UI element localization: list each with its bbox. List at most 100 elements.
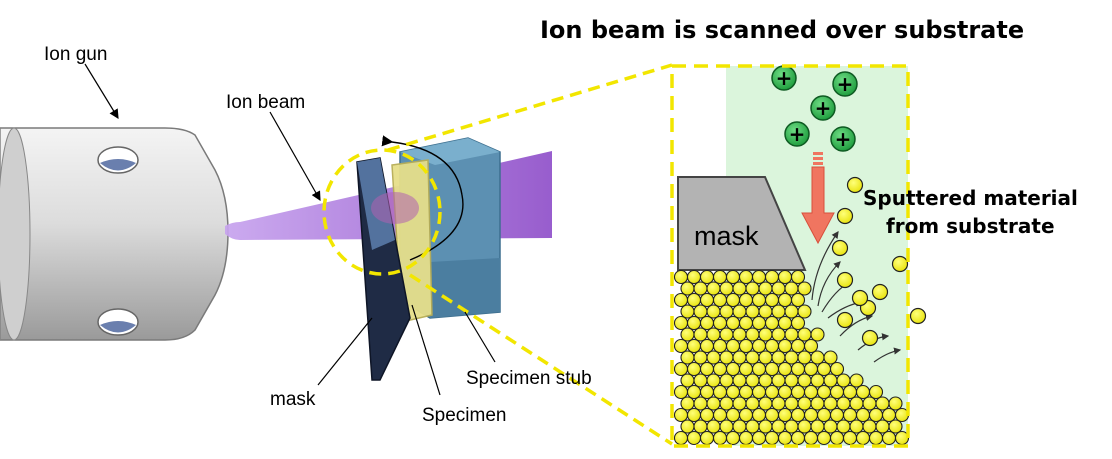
ion-sign: + (776, 66, 793, 90)
substrate-atom (738, 361, 754, 377)
substrate-atom (829, 361, 845, 377)
substrate-atom (719, 373, 734, 388)
substrate-atom (732, 327, 747, 342)
substrate-atom (881, 407, 897, 423)
substrate-atom (725, 269, 741, 285)
substrate-atom (738, 407, 754, 423)
sputtered-atom (851, 289, 869, 307)
zoom-frame (670, 64, 910, 448)
substrate-atom (712, 269, 728, 285)
substrate-atom (797, 281, 812, 296)
substrate-atom (810, 327, 825, 342)
sputtered-atom (871, 283, 889, 301)
substrate-atom (784, 373, 799, 388)
substrate-atom (712, 315, 728, 331)
substrate-atom (751, 338, 767, 354)
substrate-atom (764, 338, 780, 354)
substrate-atom (764, 430, 780, 446)
zoom-line-top (387, 63, 673, 152)
substrate-atom (764, 269, 780, 285)
ion-sign: + (837, 72, 854, 96)
substrate-atom (803, 430, 819, 446)
substrate-atom (751, 361, 767, 377)
substrate-atom (777, 430, 793, 446)
substrate-atom (803, 338, 819, 354)
substrate-atom (784, 304, 799, 319)
substrate-atom (712, 338, 728, 354)
substrate-atom (751, 430, 767, 446)
mask-block-label: mask (694, 221, 759, 251)
substrate-atom (693, 281, 708, 296)
substrate-atom (797, 373, 812, 388)
substrate-atom (764, 315, 780, 331)
sputtered-atom (836, 271, 854, 289)
sputtered-atom (891, 255, 909, 273)
substrate-atom (771, 373, 786, 388)
specimen-stub-leader (464, 311, 496, 363)
substrate-atom (771, 327, 786, 342)
substrate-atom (732, 281, 747, 296)
substrate-atom (738, 338, 754, 354)
substrate-atom (823, 373, 838, 388)
substrate-atom (777, 407, 793, 423)
ion-particle: + (784, 121, 810, 147)
substrate-atom (673, 384, 689, 400)
substrate-atom (699, 338, 715, 354)
substrate-atom (855, 430, 871, 446)
specimen-stub-label: Specimen stub (466, 368, 592, 389)
substrate-atom (790, 338, 806, 354)
substrate-atom (862, 396, 877, 411)
substrate-atom (699, 269, 715, 285)
substrate-atom (771, 304, 786, 319)
zoom-line-bottom (409, 273, 673, 446)
substrate-atom (719, 304, 734, 319)
substrate-atom (699, 384, 715, 400)
substrate-atom (875, 396, 890, 411)
substrate-atom (803, 384, 819, 400)
substrate-atom (732, 396, 747, 411)
substrate-atom (706, 327, 721, 342)
ion-particle: + (810, 95, 836, 121)
substrate-atom (725, 407, 741, 423)
substrate-atom (738, 430, 754, 446)
substrate-atom (771, 419, 786, 434)
substrate-atom (855, 407, 871, 423)
substrate-atom (764, 407, 780, 423)
substrate-atom (758, 373, 773, 388)
sputtered-atom (861, 329, 879, 347)
substrate-atom (790, 361, 806, 377)
substrate-atom (706, 419, 721, 434)
substrate-atom (725, 315, 741, 331)
substrate-atom (706, 350, 721, 365)
substrate-atom (693, 419, 708, 434)
substrate-atom (745, 419, 760, 434)
substrate-atom (836, 373, 851, 388)
substrate-atom (673, 315, 689, 331)
sputtered-label-line2: from substrate (886, 214, 1055, 238)
substrate-atom (751, 315, 767, 331)
substrate-atom (823, 350, 838, 365)
mask-block (677, 176, 807, 271)
substrate-atom (738, 292, 754, 308)
substrate-atom (673, 430, 689, 446)
substrate-atom (738, 384, 754, 400)
substrate-atom (790, 407, 806, 423)
substrate-atom (745, 327, 760, 342)
substrate-atom (706, 373, 721, 388)
substrate-atom (725, 292, 741, 308)
substrate-atom (745, 304, 760, 319)
substrate-atom (797, 419, 812, 434)
substrate-atom (673, 407, 689, 423)
substrate-atom (790, 384, 806, 400)
substrate-atom (745, 281, 760, 296)
substrate-atom (764, 361, 780, 377)
substrate-atom (738, 269, 754, 285)
specimen-leader (411, 304, 441, 396)
substrate-atom (810, 350, 825, 365)
substrate-atom (706, 304, 721, 319)
sputtered-atom (846, 176, 864, 194)
substrate-atom (777, 361, 793, 377)
substrate-atom (699, 430, 715, 446)
substrate-atom (758, 281, 773, 296)
substrate-atom (849, 419, 864, 434)
